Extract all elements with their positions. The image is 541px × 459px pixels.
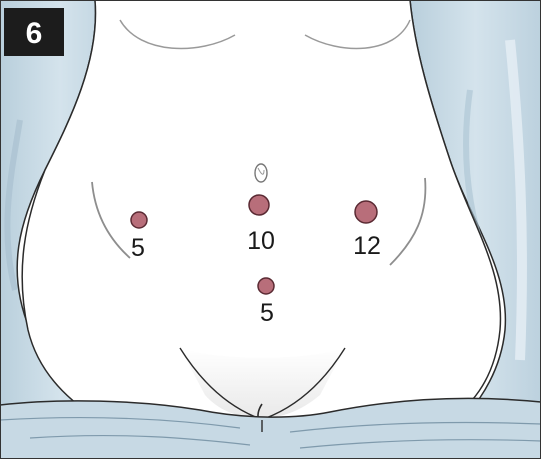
port-suprapubic: 5 (258, 278, 274, 327)
port-marker (258, 278, 274, 294)
panel-number-badge: 6 (4, 8, 64, 56)
port-marker (131, 212, 147, 228)
port-size-label: 5 (131, 234, 145, 262)
port-marker (355, 201, 377, 223)
port-size-label: 5 (260, 299, 274, 327)
port-left-lateral: 5 (131, 212, 147, 262)
port-size-label: 12 (353, 232, 381, 260)
panel-number: 6 (26, 17, 43, 50)
port-marker (249, 195, 269, 215)
port-size-label: 10 (247, 227, 275, 255)
